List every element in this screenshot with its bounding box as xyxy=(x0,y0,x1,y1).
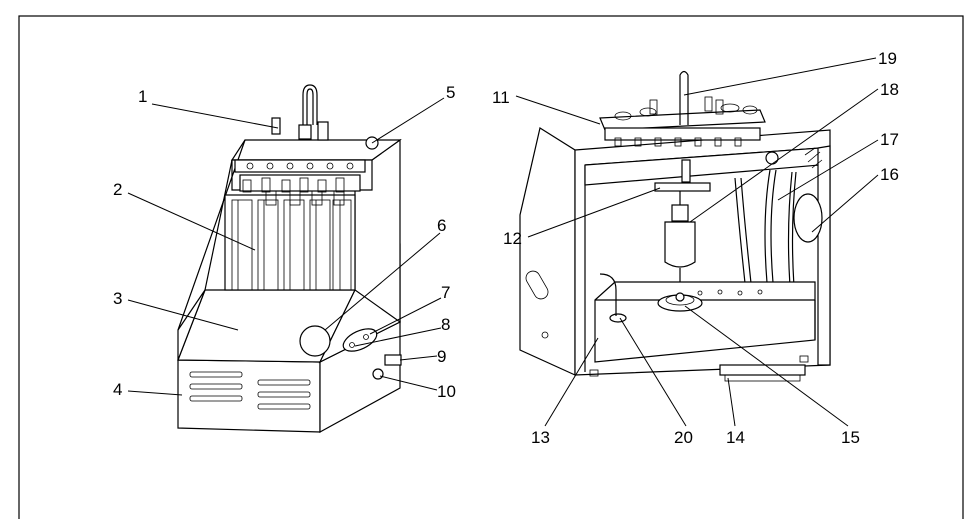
leader-lines xyxy=(127,57,879,427)
callout-7: 7 xyxy=(441,283,450,302)
callout-10: 10 xyxy=(437,382,456,401)
callout-17: 17 xyxy=(880,130,899,149)
machine-exterior-view xyxy=(177,84,402,434)
callout-6: 6 xyxy=(437,216,446,235)
callout-9: 9 xyxy=(437,347,446,366)
callout-11: 11 xyxy=(492,88,510,107)
drawing-border xyxy=(18,15,964,519)
machine-interior-view xyxy=(519,70,831,382)
callout-4: 4 xyxy=(113,380,122,399)
callout-1: 1 xyxy=(138,87,147,106)
callout-12: 12 xyxy=(503,229,522,248)
callout-14: 14 xyxy=(726,428,745,447)
callout-16: 16 xyxy=(880,165,899,184)
callout-2: 2 xyxy=(113,180,122,199)
callout-13: 13 xyxy=(531,428,550,447)
callout-8: 8 xyxy=(441,315,450,334)
callout-20: 20 xyxy=(674,428,693,447)
callout-19: 19 xyxy=(878,49,897,68)
callout-5: 5 xyxy=(446,83,455,102)
callout-18: 18 xyxy=(880,80,899,99)
callout-3: 3 xyxy=(113,289,122,308)
callout-labels: 1 2 3 4 5 6 7 8 9 10 11 12 13 14 15 16 1… xyxy=(113,49,899,447)
callout-15: 15 xyxy=(841,428,860,447)
